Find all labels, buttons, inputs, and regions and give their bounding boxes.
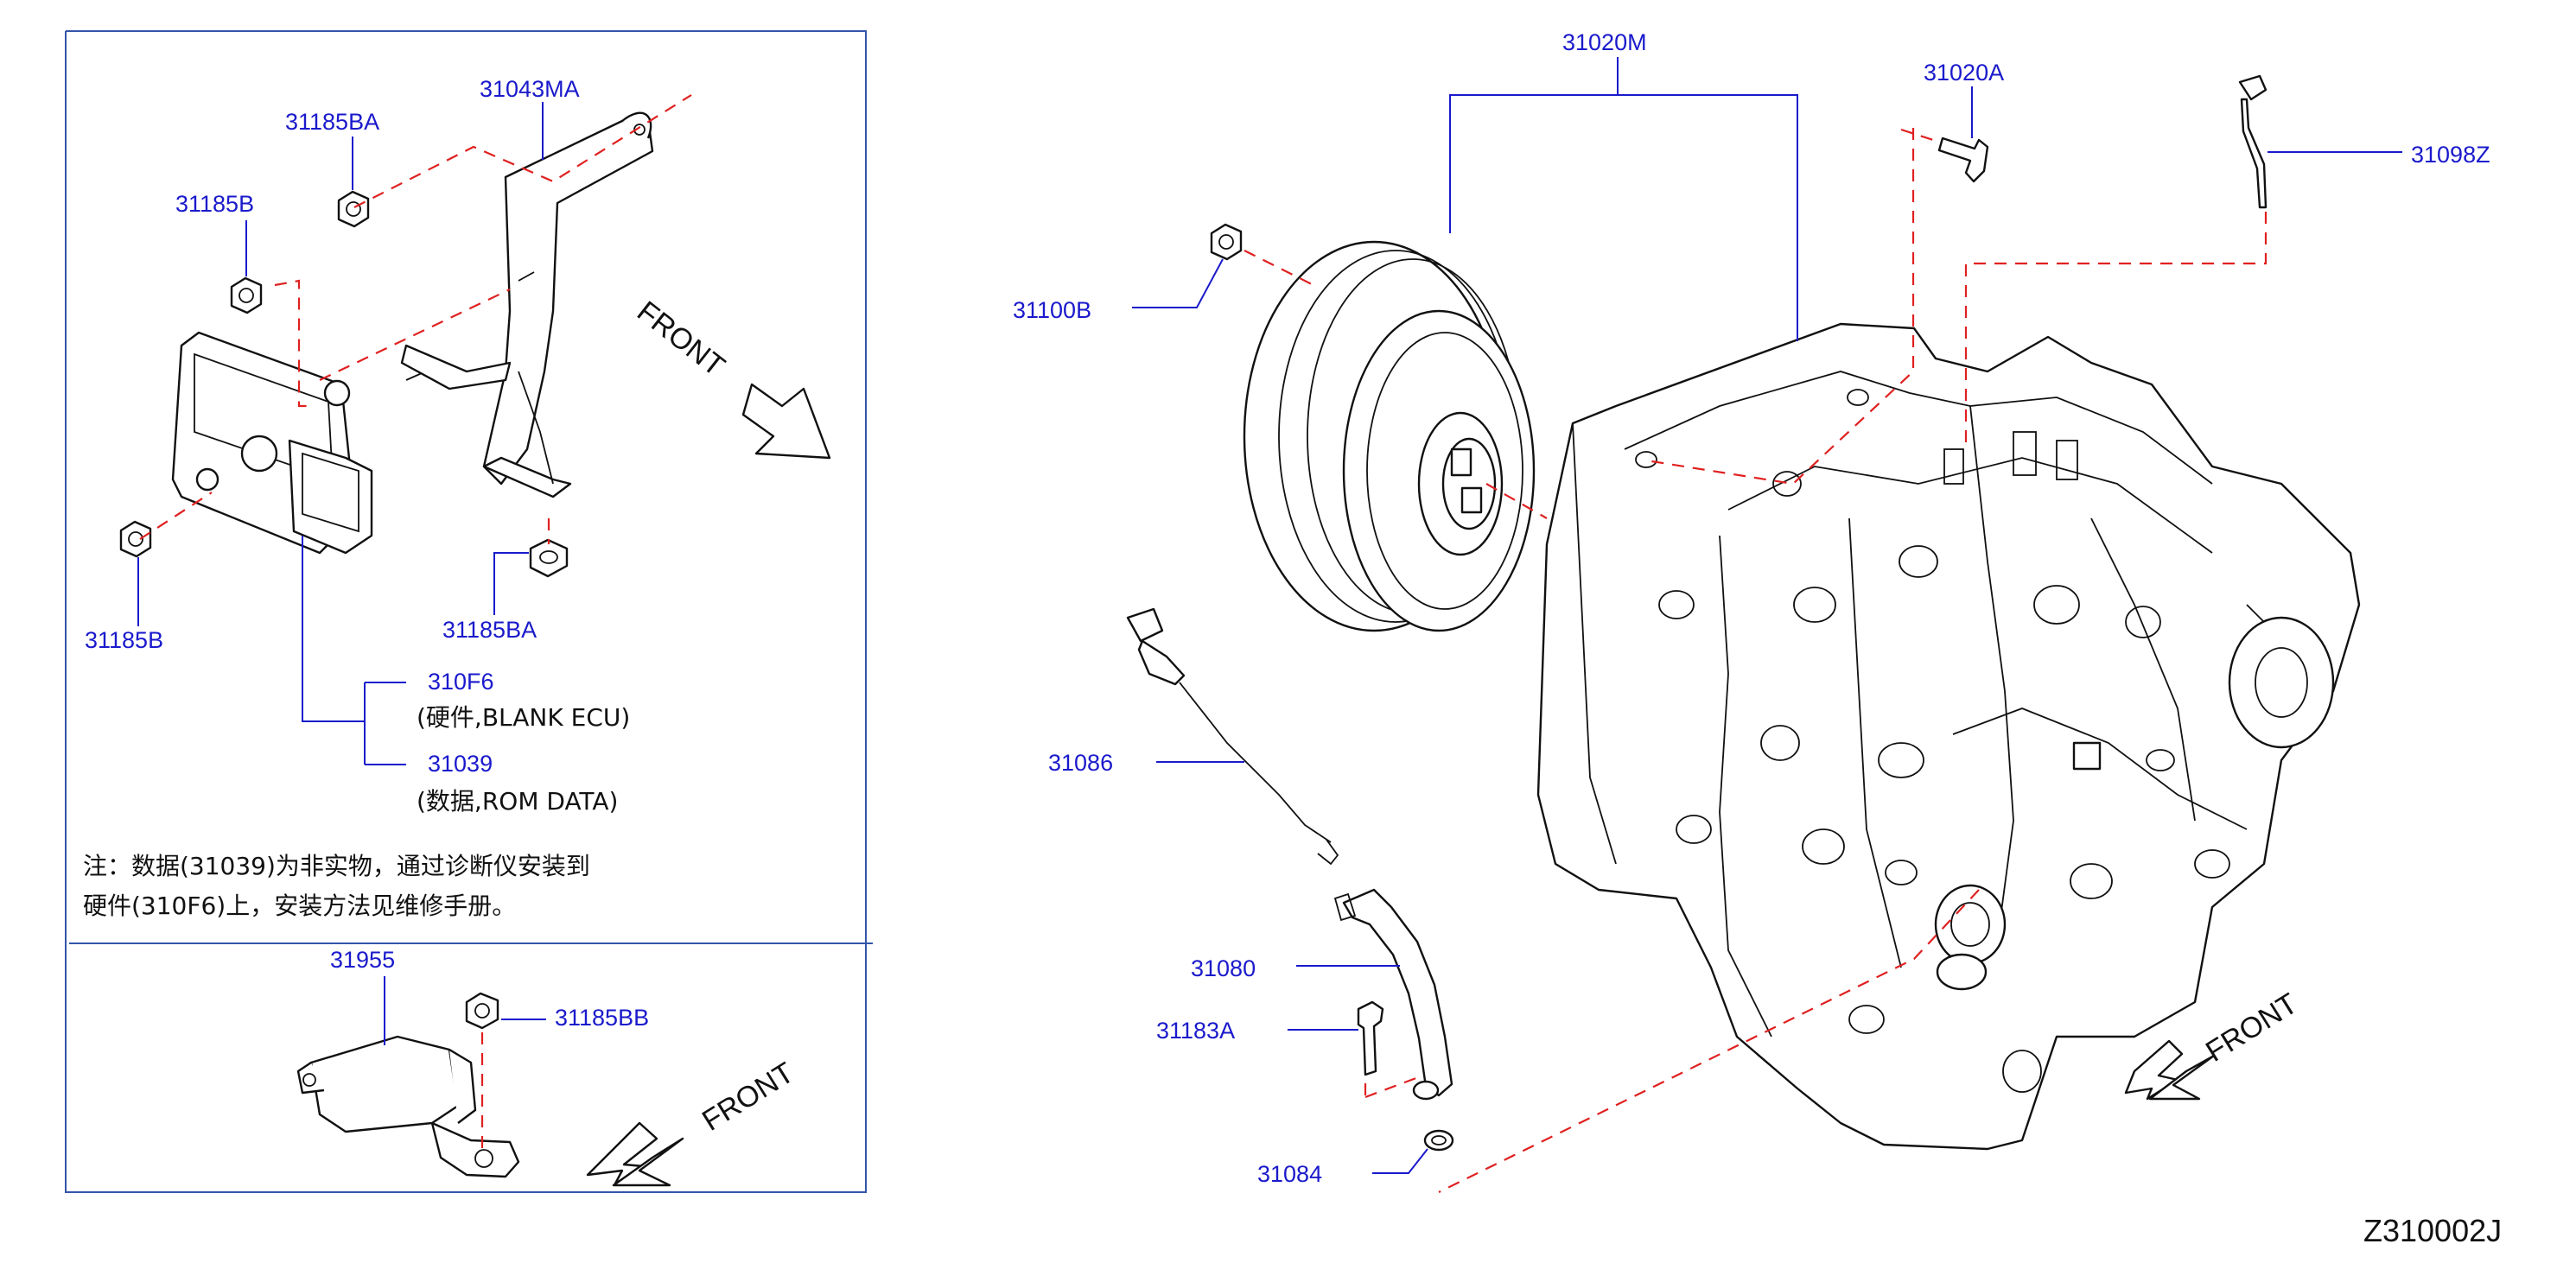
diagram-code: Z310002J: [2363, 1213, 2502, 1248]
labels-transmission: 31020M 31020A 31098Z 31100B 31086 31080 …: [1013, 29, 2490, 1187]
label-31043MA: 31043MA: [480, 76, 580, 102]
label-31039-desc: (数据,ROM DATA): [417, 787, 618, 816]
front-arrow-sensor: FRONT: [586, 1057, 800, 1187]
labels-sensor: 31955 31185BB: [330, 947, 649, 1045]
label-31955: 31955: [330, 947, 395, 973]
bolt-31183A: [1357, 1000, 1384, 1076]
sensor-31086: [1126, 607, 1339, 866]
bolt-31020A: [1937, 136, 1989, 183]
label-31039: 31039: [428, 751, 493, 777]
sensor-31955: [296, 1035, 520, 1178]
label-31185B-top: 31185B: [175, 191, 254, 217]
ecu-inset-frame: [65, 30, 873, 1193]
note-line-2: 硬件(310F6)上，安装方法见维修手册。: [83, 892, 516, 920]
o-ring-31084: [1423, 1129, 1454, 1152]
nut-31100B: [1210, 223, 1243, 261]
label-31084: 31084: [1257, 1161, 1322, 1187]
nut-31185BA-top: [337, 190, 370, 228]
ecu-module: [171, 331, 373, 555]
bolt-31185BB: [465, 992, 499, 1030]
front-label-ecu: FRONT: [631, 295, 731, 383]
oil-tube-31080: [1333, 888, 1453, 1101]
label-31183A: 31183A: [1156, 1018, 1235, 1044]
label-31098Z: 31098Z: [2411, 142, 2490, 168]
label-31185BA-bottom: 31185BA: [442, 617, 537, 643]
label-31086: 31086: [1048, 750, 1113, 776]
front-arrow-ecu: FRONT: [631, 295, 831, 460]
label-310F6: 310F6: [428, 669, 494, 695]
front-label-transmission: FRONT: [2200, 987, 2303, 1069]
torque-converter: [1243, 240, 1536, 632]
label-31185BA-top: 31185BA: [285, 109, 379, 135]
nut-31185B-top: [230, 276, 263, 314]
ecu-bracket: [400, 111, 654, 498]
front-label-sensor: FRONT: [696, 1057, 799, 1138]
install-lines-ecu: [139, 94, 692, 544]
label-310F6-desc: (硬件,BLANK ECU): [417, 703, 630, 732]
transmission-assembly: [1536, 322, 2361, 1151]
label-31185BB: 31185BB: [555, 1005, 649, 1031]
note-line-1: 注：数据(31039)为非实物，通过诊断仪安装到: [83, 852, 590, 880]
labels-ecu: 31043MA 31185BA 31185B 31185B 31185BA 31…: [83, 76, 630, 920]
label-31185B-bottom: 31185B: [85, 627, 163, 653]
label-31020M: 31020M: [1562, 29, 1647, 55]
label-31100B: 31100B: [1013, 297, 1091, 323]
nut-31185B-bottom: [119, 520, 152, 558]
label-31080: 31080: [1191, 955, 1256, 981]
dipstick-31098Z: [2238, 74, 2268, 209]
nut-31185BA-bottom: [529, 538, 569, 578]
label-31020A: 31020A: [1924, 60, 2004, 86]
